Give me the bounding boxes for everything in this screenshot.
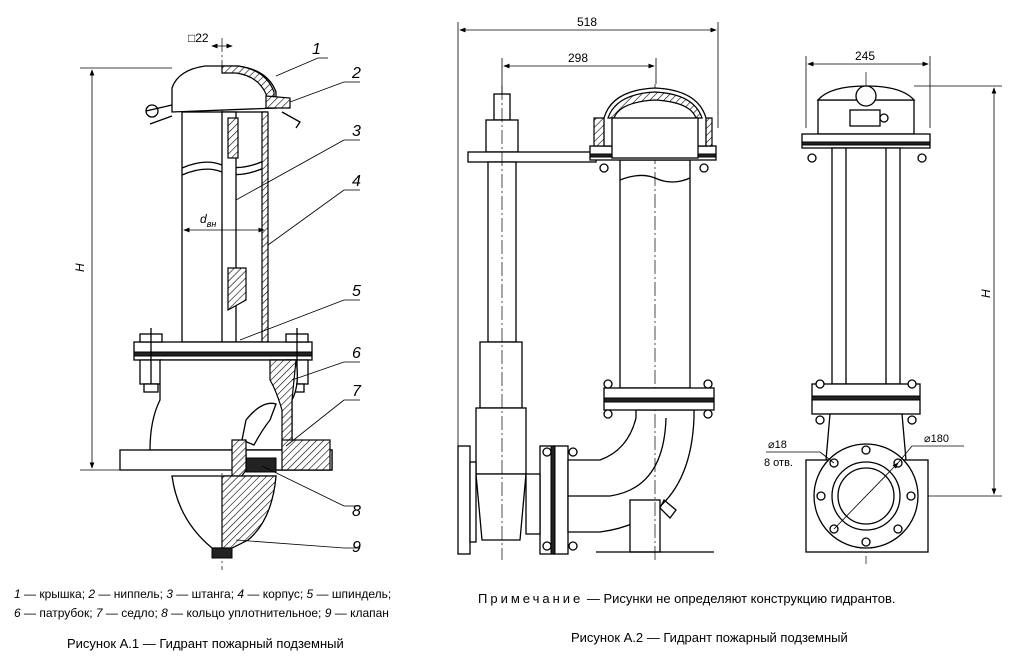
callout-9: 9 bbox=[352, 539, 361, 556]
callout-7: 7 bbox=[352, 383, 362, 400]
legend-line-2: 6 — патрубок; 7 — седло; 8 — кольцо упло… bbox=[14, 606, 389, 620]
d-symbol: d bbox=[200, 212, 207, 226]
fig1-height-label: H bbox=[73, 263, 87, 272]
callout-3: 3 bbox=[352, 123, 361, 140]
fig2-height-label: H bbox=[979, 289, 993, 298]
callout-6: 6 bbox=[352, 345, 361, 362]
fig2-note: Примечание — Рисунки не определяют конст… bbox=[478, 591, 895, 606]
figure-a1-sectional-view: □22 dвн bbox=[73, 31, 362, 570]
callout-leaders bbox=[235, 57, 360, 549]
top-square-dimension: □22 bbox=[188, 31, 209, 45]
dim-total-width: 518 bbox=[577, 15, 597, 29]
fig2-caption: Рисунок А.2 — Гидрант пожарный подземный bbox=[571, 630, 848, 645]
svg-text:dвн: dвн bbox=[200, 212, 216, 229]
hole-count-label: 8 отв. bbox=[764, 457, 793, 469]
fig1-legend: 1 — крышка; 2 — ниппель; 3 — штанга; 4 —… bbox=[14, 585, 391, 623]
hole-diameter-label: ⌀18 bbox=[768, 439, 787, 451]
figure-a2-side-view: 245 bbox=[764, 49, 1002, 564]
callout-numbers: 1 2 3 4 5 6 7 8 9 bbox=[312, 41, 362, 556]
callout-1: 1 bbox=[312, 41, 321, 58]
legend-line-1: 1 — крышка; 2 — ниппель; 3 — штанга; 4 —… bbox=[14, 587, 392, 601]
flange-diameter-label: ⌀180 bbox=[924, 433, 949, 445]
callout-4: 4 bbox=[352, 173, 361, 190]
callout-2: 2 bbox=[351, 65, 361, 82]
note-word: Примечание bbox=[478, 591, 584, 606]
callout-8: 8 bbox=[352, 503, 361, 520]
d-subscript: вн bbox=[207, 219, 217, 229]
fig1-caption: Рисунок А.1 — Гидрант пожарный подземный bbox=[67, 636, 344, 651]
note-text: — Рисунки не определяют конструкцию гидр… bbox=[583, 591, 896, 606]
dim-inner-width: 298 bbox=[568, 51, 588, 65]
dim-side-width: 245 bbox=[855, 49, 875, 63]
callout-5: 5 bbox=[352, 283, 361, 300]
figure-a2-front-view: 518 298 bbox=[457, 15, 719, 560]
